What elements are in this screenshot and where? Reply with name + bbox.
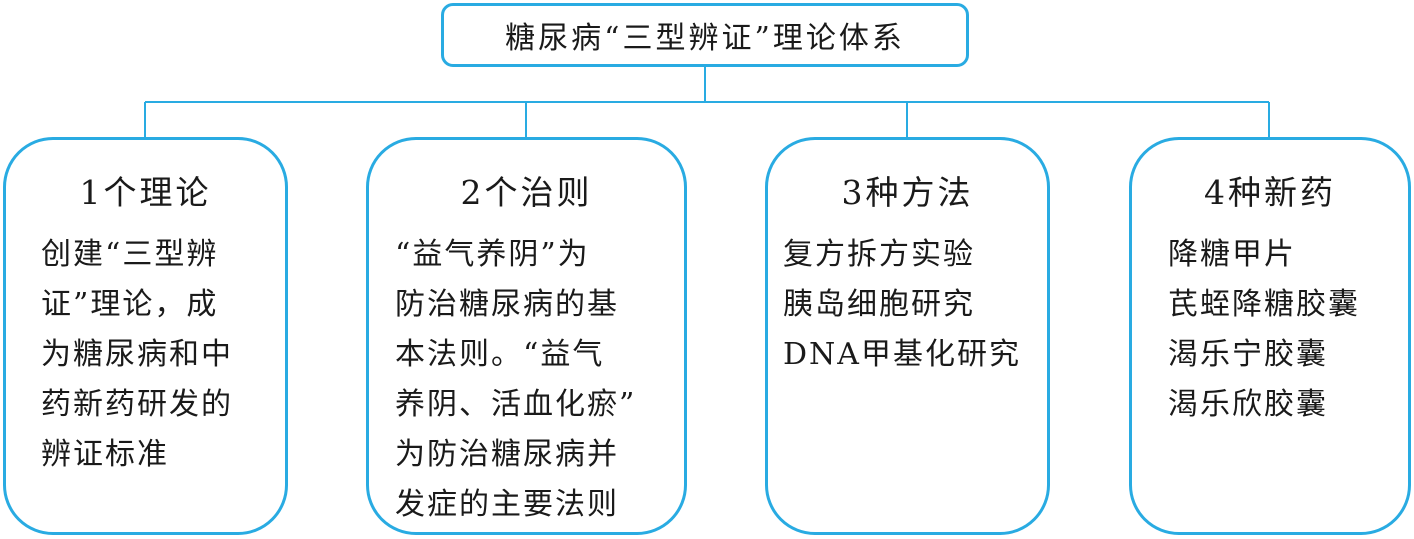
card-body: 降糖甲片 芪蛭降糖胶囊 渴乐宁胶囊 渴乐欣胶囊 (1168, 237, 1360, 422)
card-title: 2个治则 (460, 173, 593, 212)
root-node: 糖尿病“三型辨证”理论体系 (441, 3, 969, 67)
card-title: 4种新药 (1204, 173, 1336, 212)
card-body: 创建“三型辨 证”理论，成 为糖尿病和中 药新药研发的 辨证标准 (41, 237, 233, 472)
card-methods: 3种方法 复方拆方实验 胰岛细胞研究 DNA甲基化研究 (765, 137, 1050, 535)
root-title: 糖尿病“三型辨证”理论体系 (505, 21, 905, 56)
card-title: 3种方法 (841, 173, 974, 212)
card-body: “益气养阴”为 防治糖尿病的基 本法则。“益气 养阴、活血化瘀” 为防治糖尿病并… (395, 237, 637, 522)
card-theory: 1个理论 创建“三型辨 证”理论，成 为糖尿病和中 药新药研发的 辨证标准 (3, 137, 288, 535)
card-new-drugs: 4种新药 降糖甲片 芪蛭降糖胶囊 渴乐宁胶囊 渴乐欣胶囊 (1129, 137, 1411, 535)
card-body: 复方拆方实验 胰岛细胞研究 DNA甲基化研究 (783, 237, 1021, 372)
card-title: 1个理论 (79, 173, 212, 212)
card-principles: 2个治则 “益气养阴”为 防治糖尿病的基 本法则。“益气 养阴、活血化瘀” 为防… (366, 137, 687, 535)
